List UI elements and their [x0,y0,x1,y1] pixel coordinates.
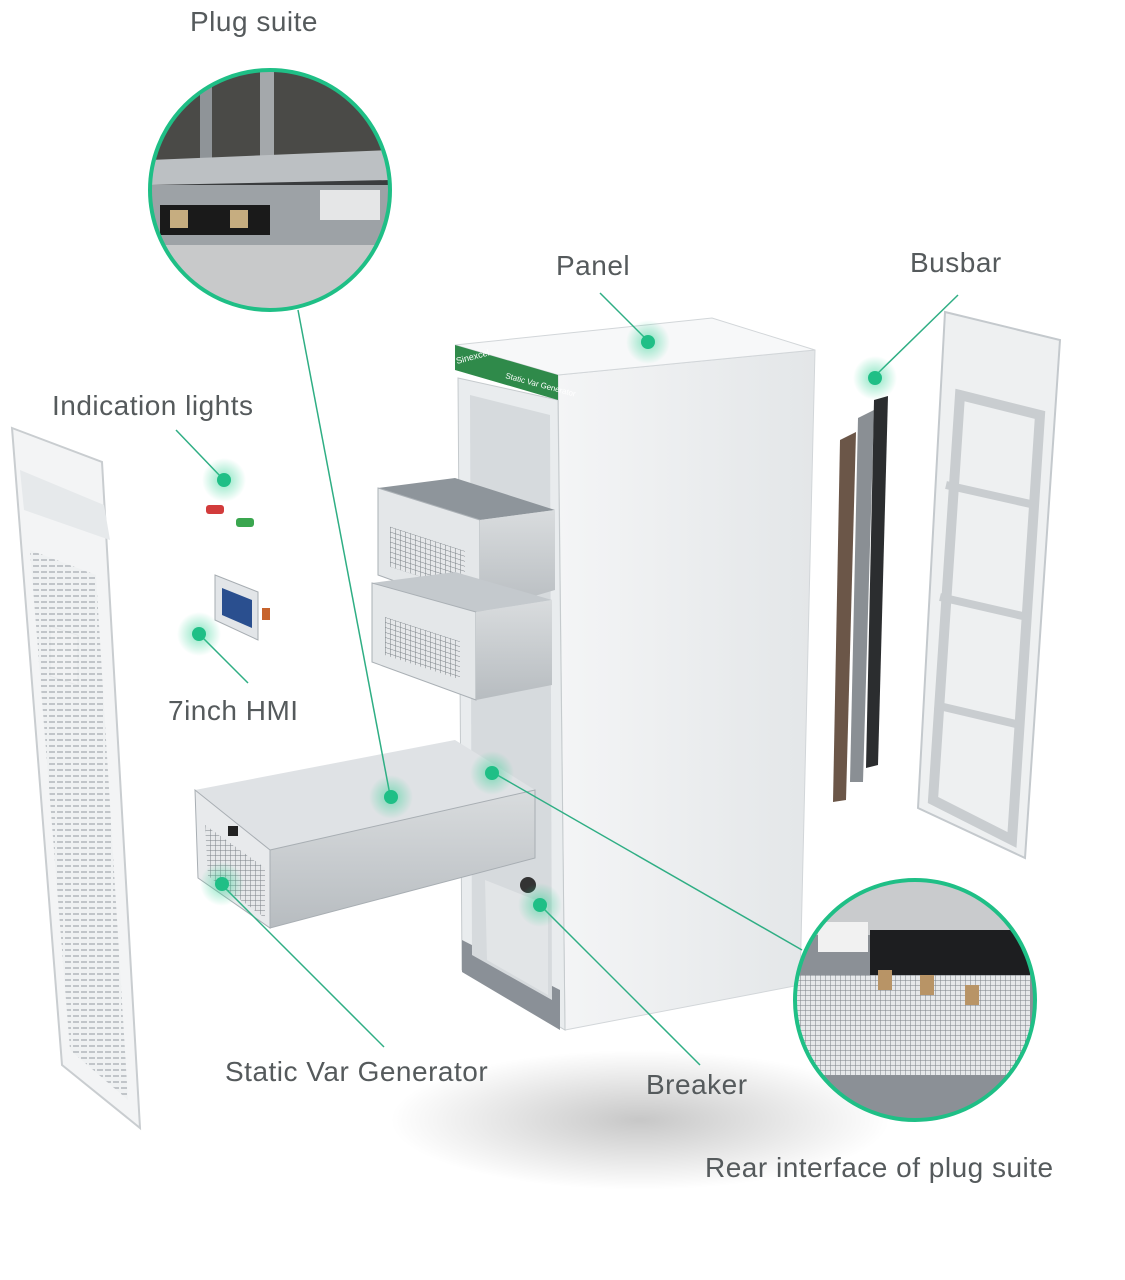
callout-line-rear-interface [491,771,803,951]
indication-lights [206,505,254,527]
callout-line-breaker [539,904,701,1066]
front-door-panel [10,426,142,1131]
label-rear-interface: Rear interface of plug suite [705,1152,1054,1183]
hotspot-panel [626,320,670,364]
label-busbar: Busbar [910,247,1002,278]
hotspot-plug-suite [369,775,413,819]
label-plug-suite: Plug suite [190,6,318,37]
label-indication-lights: Indication lights [52,390,254,421]
svg-module-upper-2 [371,572,552,701]
hotspot-markers [177,320,897,927]
hotspot-rear-interface [470,751,514,795]
label-panel: Panel [556,250,631,281]
hotspot-breaker [518,883,562,927]
label-hmi: 7inch HMI [168,695,299,726]
label-static-var-generator: Static Var Generator [225,1056,489,1087]
callout-line-svg [221,884,385,1048]
plug-suite-inset [148,68,392,312]
rear-door-panel [916,310,1062,860]
hmi-device [214,574,270,641]
ground-shadow [390,1050,890,1190]
callout-line-plug-suite [297,309,391,796]
hotspot-busbar [853,356,897,400]
label-breaker: Breaker [646,1069,748,1100]
rear-interface-inset [793,878,1037,1122]
hotspot-svg [200,862,244,906]
hotspot-hmi [177,612,221,656]
hotspot-indication-lights [202,458,246,502]
busbars [833,396,888,802]
